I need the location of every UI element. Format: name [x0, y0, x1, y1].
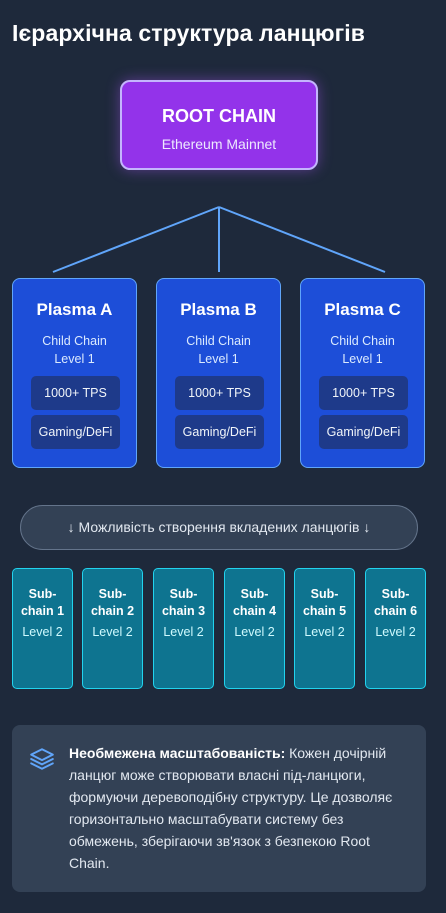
sub-chain-1: Sub-chain 1 Level 2: [12, 568, 73, 689]
sub-chain-level: Level 2: [22, 625, 63, 639]
sub-chain-name: Sub-chain 2: [90, 587, 135, 618]
info-heading: Необмежена масштабованість:: [69, 745, 286, 761]
connector-lines: [52, 206, 386, 273]
plasma-name: Plasma B: [180, 300, 257, 319]
sub-chain-name: Sub-chain 6: [373, 587, 418, 618]
sub-chain-6: Sub-chain 6 Level 2: [365, 568, 426, 689]
sub-chain-4: Sub-chain 4 Level 2: [224, 568, 285, 689]
sub-chain-3: Sub-chain 3 Level 2: [153, 568, 214, 689]
root-chain-name: ROOT CHAIN: [162, 106, 276, 126]
page-title: Ієрархічна структура ланцюгів: [12, 20, 366, 46]
plasma-level: Level 1: [54, 352, 95, 366]
plasma-type: Child Chain: [330, 334, 395, 348]
plasma-tps-badge: 1000+ TPS: [319, 376, 408, 410]
sub-chain-name: Sub-chain 1: [20, 587, 65, 618]
plasma-name: Plasma A: [36, 300, 113, 319]
sub-chain-level: Level 2: [92, 625, 133, 639]
nested-chains-note: ↓ Можливість створення вкладених ланцюгі…: [20, 505, 418, 550]
sub-chain-2: Sub-chain 2 Level 2: [82, 568, 143, 689]
plasma-type: Child Chain: [186, 334, 251, 348]
sub-chain-name: Sub-chain 5: [302, 587, 347, 618]
sub-chain-level: Level 2: [304, 625, 345, 639]
plasma-usecase-badge: Gaming/DeFi: [175, 415, 264, 449]
root-chain-node: ROOT CHAIN Ethereum Mainnet: [120, 80, 318, 170]
sub-chain-level: Level 2: [375, 625, 416, 639]
connector-line-c: [218, 206, 386, 273]
connector-line-a: [52, 206, 220, 273]
plasma-chain-a: Plasma A Child Chain Level 1 1000+ TPS G…: [12, 278, 137, 468]
plasma-usecase-badge: Gaming/DeFi: [319, 415, 408, 449]
root-chain-subtitle: Ethereum Mainnet: [161, 136, 277, 152]
info-body: Кожен дочірній ланцюг може створювати вл…: [69, 745, 393, 871]
plasma-type: Child Chain: [42, 334, 107, 348]
plasma-name: Plasma C: [324, 300, 401, 319]
plasma-level: Level 1: [342, 352, 383, 366]
plasma-chain-b: Plasma B Child Chain Level 1 1000+ TPS G…: [156, 278, 281, 468]
plasma-level: Level 1: [198, 352, 239, 366]
plasma-tps-badge: 1000+ TPS: [31, 376, 120, 410]
scalability-info-box: Необмежена масштабованість: Кожен дочірн…: [12, 725, 426, 892]
plasma-tps-badge: 1000+ TPS: [175, 376, 264, 410]
plasma-chain-c: Plasma C Child Chain Level 1 1000+ TPS G…: [300, 278, 425, 468]
sub-chain-name: Sub-chain 3: [161, 587, 206, 618]
plasma-usecase-badge: Gaming/DeFi: [31, 415, 120, 449]
sub-chain-name: Sub-chain 4: [232, 587, 277, 618]
sub-chain-level: Level 2: [163, 625, 204, 639]
sub-chain-5: Sub-chain 5 Level 2: [294, 568, 355, 689]
sub-chain-level: Level 2: [234, 625, 275, 639]
layers-icon: [29, 746, 55, 777]
